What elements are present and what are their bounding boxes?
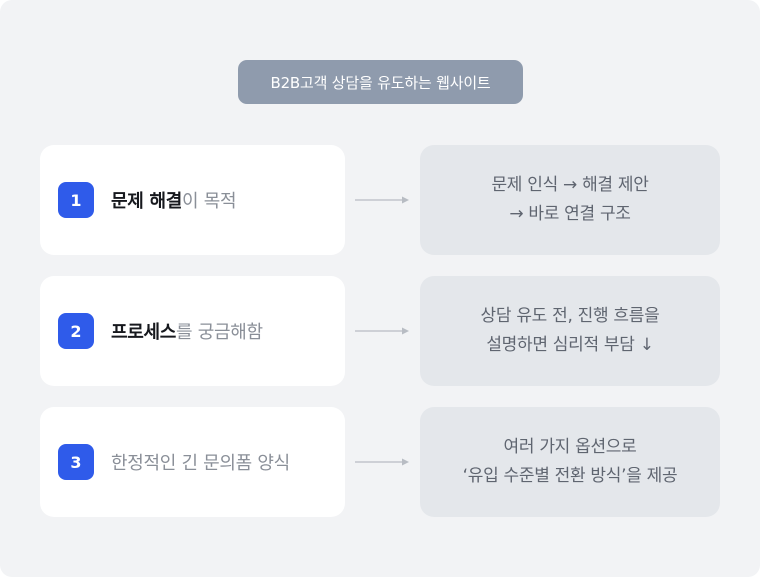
right-arrow-icon [355, 327, 409, 335]
problem-label-muted: 한정적인 긴 문의폼 양식 [111, 453, 290, 474]
problem-label: 한정적인 긴 문의폼 양식 [111, 407, 290, 517]
solution-line-1: 상담 유도 전, 진행 흐름을 [480, 306, 660, 326]
number-badge: 2 [58, 313, 94, 349]
solution-line-2: 설명하면 심리적 부담 ↓ [486, 335, 654, 355]
problem-label-muted: 를 궁금해함 [176, 322, 263, 343]
problem-label-strong: 프로세스 [111, 322, 177, 343]
number-badge: 3 [58, 444, 94, 480]
number-badge: 1 [58, 182, 94, 218]
problem-card: 3 한정적인 긴 문의폼 양식 [40, 407, 345, 517]
problem-label-muted: 이 목적 [182, 191, 237, 212]
solution-line-1: 문제 인식 → 해결 제안 [491, 175, 649, 195]
solution-line-1: 여러 가지 옵션으로 [503, 437, 637, 457]
right-arrow-icon [355, 196, 409, 204]
problem-label-strong: 문제 해결 [111, 191, 183, 212]
solution-line-2: ‘유입 수준별 전환 방식’을 제공 [462, 466, 678, 486]
right-arrow-icon [355, 458, 409, 466]
solution-card: 문제 인식 → 해결 제안 → 바로 연결 구조 [420, 145, 720, 255]
solution-card: 상담 유도 전, 진행 흐름을 설명하면 심리적 부담 ↓ [420, 276, 720, 386]
header-title: B2B고객 상담을 유도하는 웹사이트 [238, 60, 523, 104]
solution-line-2: → 바로 연결 구조 [509, 204, 631, 224]
solution-card: 여러 가지 옵션으로 ‘유입 수준별 전환 방식’을 제공 [420, 407, 720, 517]
comparison-row-3: 3 한정적인 긴 문의폼 양식 여러 가지 옵션으로 ‘유입 수준별 전환 방식… [0, 407, 760, 517]
